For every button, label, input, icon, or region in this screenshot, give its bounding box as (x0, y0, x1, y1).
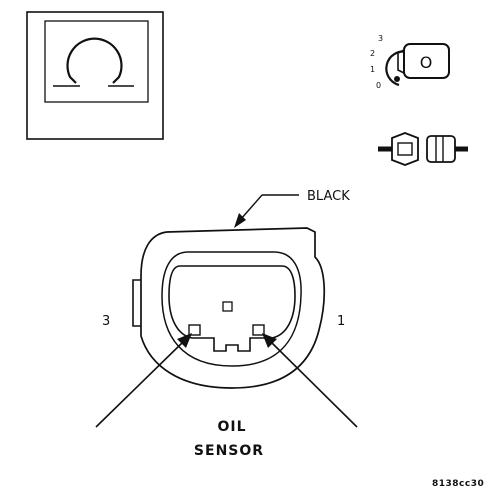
connector-lock-tab (132, 279, 141, 327)
callout-leader-diagonal (240, 194, 263, 220)
connector-plug-left (391, 132, 419, 166)
key-position-3: 3 (378, 34, 383, 43)
connector-color-label: BLACK (307, 189, 350, 204)
arrow-right-head (262, 333, 277, 348)
caption-line-1: OIL (217, 419, 246, 435)
key-shank (397, 49, 405, 74)
ignition-key-icon: 3 2 1 0 O (370, 34, 450, 90)
connector-plug-left-pin (397, 142, 413, 156)
connector-terminal-1 (252, 324, 265, 336)
ohmmeter-display-frame (44, 20, 149, 103)
connector-terminal-3 (188, 324, 201, 336)
key-position-2: 2 (370, 49, 375, 58)
callout-arrowhead (234, 213, 246, 228)
connector-inner-housing (161, 251, 302, 367)
arrow-left-shaft (95, 342, 183, 428)
key-letter: O (420, 53, 433, 72)
connector-outer-housing (140, 227, 326, 389)
arrow-left-head (177, 333, 192, 348)
pin-label-left: 3 (102, 314, 110, 329)
arrow-right-shaft (271, 342, 358, 428)
omega-symbol-icon (66, 37, 123, 84)
key-head (403, 43, 450, 79)
ohmmeter-icon: Ω (26, 11, 164, 140)
figure-code: 8138cc30 (432, 479, 484, 489)
key-position-1: 1 (370, 65, 375, 74)
connector-plug-right (426, 135, 456, 163)
oil-sensor-connector (132, 227, 326, 389)
pin-label-right: 1 (337, 314, 345, 329)
key-position-0: 0 (376, 81, 381, 90)
ohmmeter-outer-frame (26, 11, 164, 140)
key-position-dot (394, 76, 400, 82)
connector-cavity (168, 265, 296, 352)
connector-disconnect-icon (378, 132, 468, 166)
connector-key-square (222, 301, 233, 312)
caption-line-2: SENSOR (194, 443, 264, 459)
